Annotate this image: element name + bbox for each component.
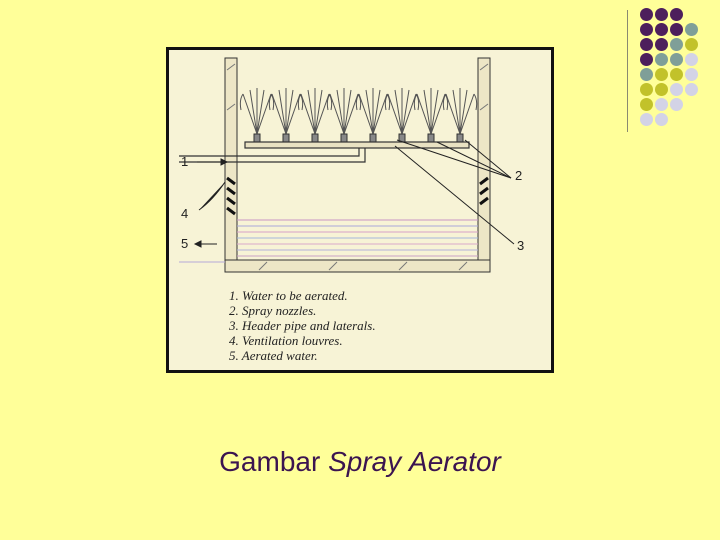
decorative-dot xyxy=(670,83,683,96)
tank-walls xyxy=(224,57,491,273)
decorative-dot xyxy=(655,98,668,111)
legend-item-2: 2. Spray nozzles. xyxy=(229,303,316,318)
water-spray xyxy=(326,88,362,135)
decorative-dot xyxy=(640,23,653,36)
decorative-dot xyxy=(685,53,698,66)
legend-item-4: 4. Ventilation louvres. xyxy=(229,333,343,348)
spray-nozzle xyxy=(311,133,319,143)
decorative-dot xyxy=(685,38,698,51)
decorative-dot xyxy=(670,98,683,111)
callout-2: 2 xyxy=(515,168,522,183)
decorative-vertical-line xyxy=(627,10,628,132)
spray-nozzle xyxy=(427,133,435,143)
decorative-dot xyxy=(640,83,653,96)
decorative-dot xyxy=(670,68,683,81)
ventilation-louvres xyxy=(226,176,489,216)
water-spray xyxy=(297,88,333,135)
water-spray xyxy=(384,88,420,135)
decorative-dot xyxy=(655,113,668,126)
aerated-water xyxy=(179,219,478,263)
water-spray xyxy=(413,88,449,135)
decorative-dot xyxy=(640,98,653,111)
decorative-dot xyxy=(640,38,653,51)
decorative-dot xyxy=(655,53,668,66)
decorative-dot xyxy=(655,83,668,96)
decorative-dot xyxy=(685,83,698,96)
water-spray xyxy=(355,88,391,135)
water-spray xyxy=(268,88,304,135)
decorative-dot xyxy=(655,68,668,81)
decorative-dot xyxy=(640,53,653,66)
spray-nozzle xyxy=(456,133,464,143)
spray-nozzle xyxy=(253,133,261,143)
legend-item-1: 1. Water to be aerated. xyxy=(229,288,348,303)
figure-caption: Gambar Spray Aerator xyxy=(0,446,720,478)
callout-3: 3 xyxy=(517,238,524,253)
spray-nozzle xyxy=(369,133,377,143)
spray-aerator-diagram: 1 2 3 4 5 1. Water to be aerated. 2. Spr… xyxy=(179,57,524,363)
decorative-dot xyxy=(670,38,683,51)
legend-item-5: 5. Aerated water. xyxy=(229,348,318,363)
header-pipe xyxy=(179,141,470,163)
decorative-dot xyxy=(670,8,683,21)
callout-1: 1 xyxy=(181,154,188,169)
caption-word-spray: Spray xyxy=(328,446,402,477)
callout-arrows xyxy=(193,139,515,248)
decorative-dot xyxy=(685,23,698,36)
decorative-dot xyxy=(655,23,668,36)
decorative-dot xyxy=(670,23,683,36)
wall-hatching xyxy=(226,63,489,271)
decorative-dot xyxy=(655,38,668,51)
water-spray xyxy=(239,88,275,135)
spray-nozzle xyxy=(282,133,290,143)
decorative-dot xyxy=(655,8,668,21)
decorative-dot xyxy=(685,68,698,81)
decorative-dot xyxy=(640,8,653,21)
spray-nozzles xyxy=(253,133,464,143)
water-sprays xyxy=(239,88,478,135)
callout-5: 5 xyxy=(181,236,188,251)
decorative-dot xyxy=(670,53,683,66)
legend-item-3: 3. Header pipe and laterals. xyxy=(228,318,376,333)
water-spray xyxy=(442,88,478,135)
diagram-legend: 1. Water to be aerated. 2. Spray nozzles… xyxy=(228,288,376,363)
caption-word-gambar: Gambar xyxy=(219,446,321,477)
spray-aerator-figure: 1 2 3 4 5 1. Water to be aerated. 2. Spr… xyxy=(166,47,554,373)
decorative-dot xyxy=(640,113,653,126)
spray-nozzle xyxy=(340,133,348,143)
caption-word-aerator: Aerator xyxy=(409,446,501,477)
callout-4: 4 xyxy=(181,206,188,221)
decorative-dot xyxy=(640,68,653,81)
